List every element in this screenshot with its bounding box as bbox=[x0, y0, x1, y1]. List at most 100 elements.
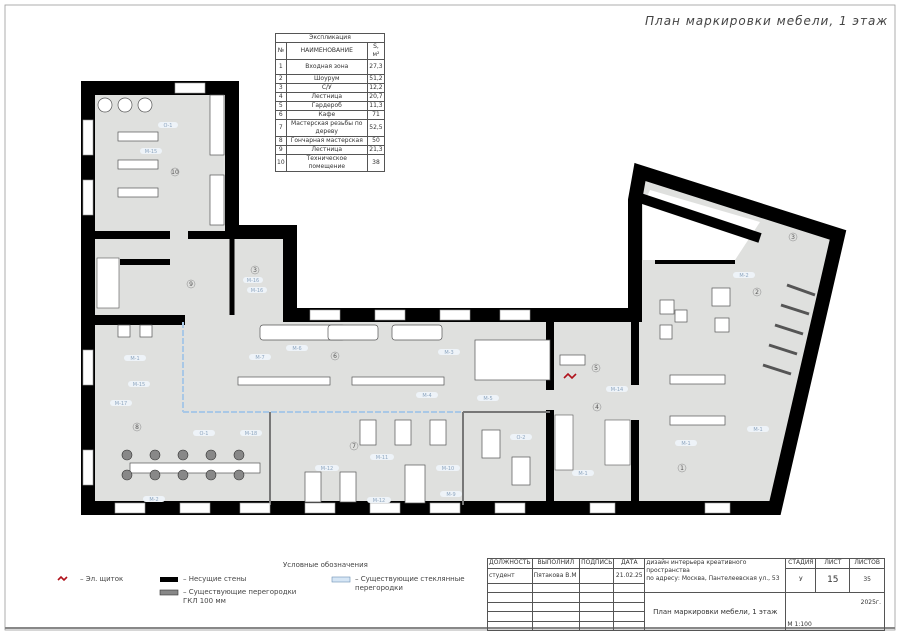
furniture-tag: М-12 bbox=[367, 497, 391, 504]
svg-text:М-16: М-16 bbox=[247, 278, 259, 284]
furniture-tag: М-14 bbox=[606, 386, 628, 393]
furniture-tag: М-16 bbox=[243, 277, 263, 284]
furniture-tag: М-16 bbox=[247, 287, 267, 294]
furniture-tag: М-15 bbox=[128, 381, 150, 388]
svg-text:М-4: М-4 bbox=[422, 393, 431, 399]
furniture-tag: М-6 bbox=[286, 345, 308, 352]
furniture-tag: М-15 bbox=[140, 148, 162, 155]
col-header: НАИМЕНОВАНИЕ bbox=[285, 42, 368, 60]
legend-bearing-wall-symbol bbox=[160, 577, 178, 582]
furniture-tag: М-17 bbox=[110, 400, 132, 407]
svg-text:7: 7 bbox=[352, 443, 356, 450]
legend-glass-symbol bbox=[331, 576, 351, 583]
windows bbox=[82, 82, 731, 514]
svg-text:М-2: М-2 bbox=[149, 497, 158, 503]
furniture-tag: М-11 bbox=[370, 454, 394, 461]
legend-gkl-label-2: ГКЛ 100 мм bbox=[183, 597, 226, 605]
legend-bearing-label: – Несущие стены bbox=[183, 575, 247, 583]
furniture-tag: М-9 bbox=[440, 491, 462, 498]
electrical-panel-icon bbox=[563, 372, 577, 380]
furniture-tag: О-1 bbox=[193, 430, 215, 437]
svg-text:М-12: М-12 bbox=[321, 466, 333, 472]
room-number: 1 bbox=[677, 463, 687, 473]
svg-text:М-17: М-17 bbox=[115, 401, 127, 407]
furniture-tag: М-2 bbox=[143, 496, 165, 503]
svg-text:М-5: М-5 bbox=[483, 396, 492, 402]
svg-text:О-2: О-2 bbox=[517, 435, 526, 441]
room-number: 2 bbox=[752, 287, 762, 297]
svg-text:О-1: О-1 bbox=[200, 431, 209, 437]
furniture-tag: О-1 bbox=[158, 122, 178, 129]
svg-text:М-15: М-15 bbox=[133, 382, 145, 388]
room-number: 9 bbox=[186, 279, 196, 289]
svg-text:М-2: М-2 bbox=[739, 273, 748, 279]
glass-partitions bbox=[182, 322, 463, 413]
stage-value: У bbox=[785, 567, 817, 593]
svg-text:М-16: М-16 bbox=[251, 288, 263, 294]
svg-text:М-6: М-6 bbox=[292, 346, 301, 352]
project-description: дизайн интерьера креативного пространств… bbox=[644, 558, 787, 583]
legend-panel-label: – Эл. щиток bbox=[80, 575, 124, 583]
furniture-tag: М-10 bbox=[436, 465, 460, 472]
svg-text:М-1: М-1 bbox=[681, 441, 690, 447]
legend-glass-label-2: перегородки bbox=[355, 584, 403, 592]
legend-glass-label: – Существующие стеклянные bbox=[355, 575, 465, 583]
furniture-tag: М-4 bbox=[416, 392, 438, 399]
svg-text:М-3: М-3 bbox=[444, 350, 453, 356]
svg-text:6: 6 bbox=[333, 353, 337, 360]
svg-text:М-1: М-1 bbox=[130, 356, 139, 362]
svg-text:М-14: М-14 bbox=[611, 387, 623, 393]
furniture-tag: М-18 bbox=[240, 430, 262, 437]
svg-text:10: 10 bbox=[171, 169, 179, 176]
svg-text:М-10: М-10 bbox=[442, 466, 454, 472]
col-header: S, м² bbox=[366, 42, 386, 60]
svg-text:М-1: М-1 bbox=[753, 427, 762, 433]
room-number: 8 bbox=[132, 422, 142, 432]
gkl-partitions bbox=[269, 411, 550, 505]
svg-text:3: 3 bbox=[253, 267, 257, 274]
furniture-tag: М-1 bbox=[747, 426, 769, 433]
room-number: 3 bbox=[250, 265, 260, 275]
legend-gkl-label: – Существующие перегородки bbox=[183, 588, 297, 596]
svg-text:М-12: М-12 bbox=[373, 498, 385, 504]
sheet-title-block: План маркировки мебели, 1 этаж bbox=[644, 592, 787, 631]
furniture bbox=[97, 94, 731, 504]
legend-panel-icon bbox=[57, 575, 68, 582]
furniture-tag: М-12 bbox=[315, 465, 339, 472]
svg-text:М-9: М-9 bbox=[446, 492, 455, 498]
svg-text:3: 3 bbox=[791, 234, 795, 241]
sheet-number: 15 bbox=[815, 567, 851, 593]
explication-caption: Экспликация bbox=[275, 33, 385, 43]
room-number: 10 bbox=[170, 167, 180, 177]
furniture-tag: М-5 bbox=[477, 395, 499, 402]
wall bbox=[638, 193, 762, 243]
furniture-tag: М-1 bbox=[572, 470, 594, 477]
svg-text:4: 4 bbox=[595, 404, 599, 411]
sheet-title: План маркировки мебели, 1 этаж bbox=[645, 14, 889, 28]
furniture-tag: М-1 bbox=[675, 440, 697, 447]
furniture-tag: М-1 bbox=[124, 355, 146, 362]
furniture-tag: О-2 bbox=[510, 434, 532, 441]
room-number: 7 bbox=[349, 441, 359, 451]
stairs bbox=[96, 257, 631, 471]
room-number: 3 bbox=[788, 232, 798, 242]
shelves bbox=[762, 283, 816, 376]
col-header: № bbox=[275, 42, 287, 60]
sheets-total: 35 bbox=[849, 567, 885, 593]
furniture-tag: М-2 bbox=[733, 272, 755, 279]
svg-text:М-15: М-15 bbox=[145, 149, 157, 155]
furniture-tag: М-3 bbox=[438, 349, 460, 356]
